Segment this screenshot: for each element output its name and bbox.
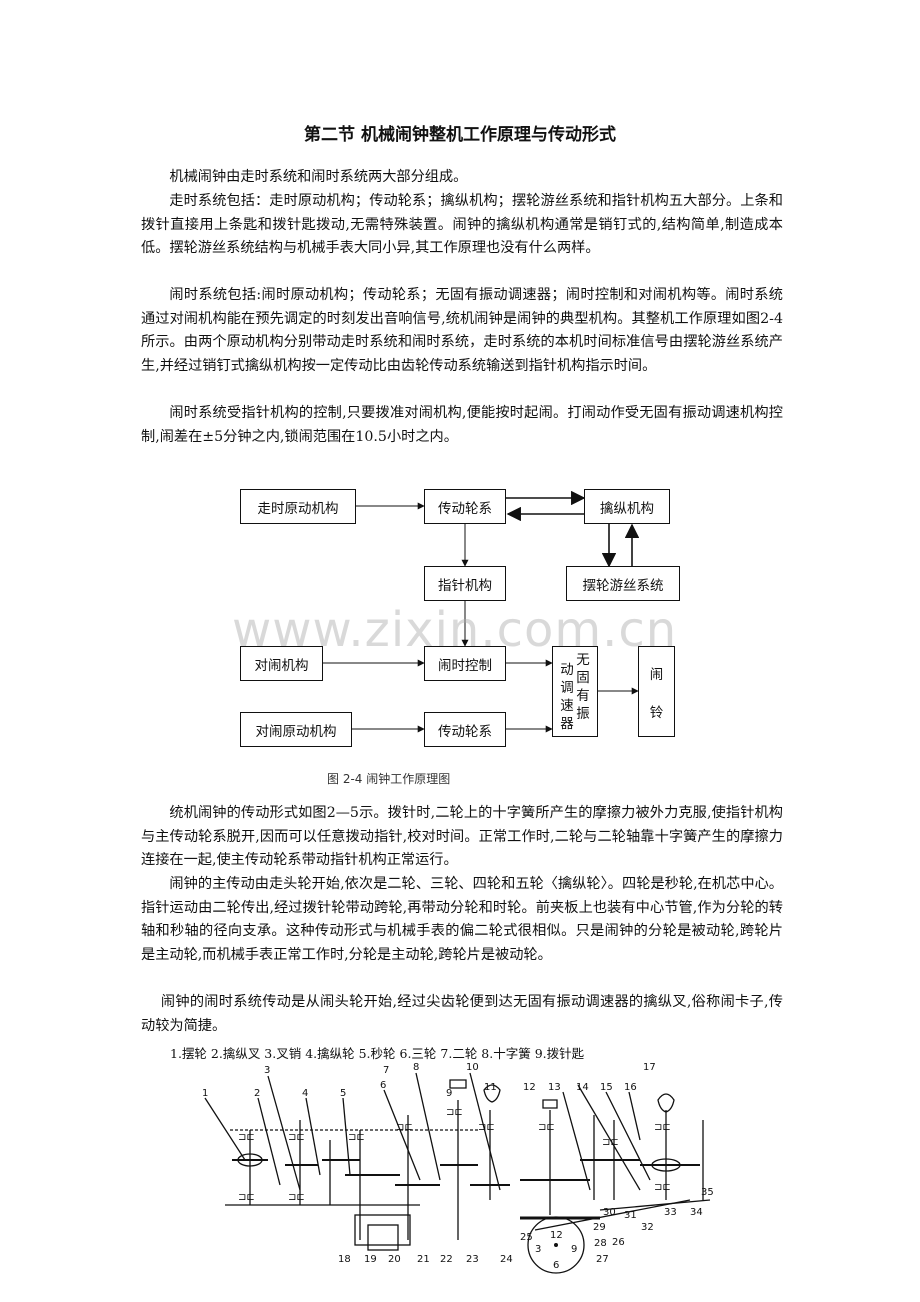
part-number-3: 3 (264, 1065, 270, 1076)
svg-text:⊐⊏: ⊐⊏ (396, 1122, 413, 1133)
svg-text:⊐⊏: ⊐⊏ (538, 1122, 555, 1133)
box-qinzong-jigou: 擒纵机构 (584, 489, 670, 524)
part-number-9: 9 (446, 1088, 452, 1099)
part-number-26: 26 (612, 1237, 625, 1248)
part-number-16: 16 (624, 1082, 637, 1093)
svg-text:⊐⊏: ⊐⊏ (446, 1107, 463, 1118)
naoling-char-2: 铃 (649, 704, 664, 721)
part-number-35: 35 (701, 1187, 714, 1198)
svg-text:⊐⊏: ⊐⊏ (478, 1122, 495, 1133)
part-number-24: 24 (500, 1254, 513, 1265)
box-chuandong-lunxi-2: 传动轮系 (424, 712, 506, 747)
part-number-10: 10 (466, 1062, 479, 1073)
part-number-29: 29 (593, 1222, 606, 1233)
paragraph-naoshi: 闹时系统包括:闹时原动机构；传动轮系；无固有振动调速器；闹时控制和对闹机构等。闹… (141, 287, 783, 374)
box-chuandong-lunxi-1: 传动轮系 (424, 489, 506, 524)
part-number-1: 1 (202, 1088, 208, 1099)
box-zoushi-yuandong: 走时原动机构 (240, 489, 356, 524)
paragraph-chuandong: 统机闹钟的传动形式如图2—5示。拨针时,二轮上的十字簧所产生的摩擦力被外力克服,… (141, 805, 783, 868)
tiaosu-text-col2: 无固有振 (576, 651, 590, 722)
svg-text:⊐⊏: ⊐⊏ (288, 1192, 305, 1203)
paragraph-intro: 机械闹钟由走时系统和闹时系统两大部分组成。 (169, 169, 468, 185)
dial-number-3: 3 (535, 1244, 541, 1255)
paragraph-naoshi-chuandong: 闹钟的闹时系统传动是从闹头轮开始,经过尖齿轮便到达无固有振动调速器的擒纵叉,俗称… (141, 994, 783, 1034)
dial-number-12: 12 (550, 1230, 563, 1241)
part-number-17: 17 (643, 1062, 656, 1073)
box-duinao-yuandong: 对闹原动机构 (240, 712, 352, 747)
part-number-31: 31 (624, 1210, 637, 1221)
part-number-27: 27 (596, 1254, 609, 1265)
part-number-6: 6 (380, 1080, 386, 1091)
part-number-2: 2 (254, 1088, 260, 1099)
section-title: 第二节 机械闹钟整机工作原理与传动形式 (304, 125, 616, 145)
paragraph-zoushi: 走时系统包括：走时原动机构；传动轮系；擒纵机构；摆轮游丝系统和指针机构五大部分。… (141, 193, 783, 256)
part-number-21: 21 (417, 1254, 430, 1265)
part-number-25: 25 (520, 1232, 533, 1243)
part-number-34: 34 (690, 1207, 703, 1218)
part-number-20: 20 (388, 1254, 401, 1265)
svg-text:⊐⊏: ⊐⊏ (654, 1182, 671, 1193)
part-number-11: 11 (484, 1082, 497, 1093)
dial-number-9: 9 (571, 1244, 577, 1255)
svg-text:⊐⊏: ⊐⊏ (238, 1192, 255, 1203)
svg-text:⊐⊏: ⊐⊏ (288, 1132, 305, 1143)
part-number-15: 15 (600, 1082, 613, 1093)
svg-text:⊐⊏: ⊐⊏ (238, 1132, 255, 1143)
part-number-8: 8 (413, 1062, 419, 1073)
paragraph-zhuchuandong: 闹钟的主传动由走头轮开始,依次是二轮、三轮、四轮和五轮〈擒纵轮〉。四轮是秒轮,在… (141, 876, 783, 963)
part-number-32: 32 (641, 1222, 654, 1233)
part-number-19: 19 (364, 1254, 377, 1265)
box-tiaosu-qi: 动调速器 无固有振 (552, 646, 598, 737)
part-number-23: 23 (466, 1254, 479, 1265)
box-naoshi-kongzhi: 闹时控制 (424, 646, 506, 681)
watermark: www.zixin.com.cn (232, 602, 678, 658)
part-number-4: 4 (302, 1088, 308, 1099)
box-baolun-yousi: 摆轮游丝系统 (566, 566, 680, 601)
svg-text:⊐⊏: ⊐⊏ (654, 1122, 671, 1133)
box-zhizhen-jigou: 指针机构 (424, 566, 506, 601)
naoling-char-1: 闹 (649, 666, 664, 683)
part-number-12: 12 (523, 1082, 536, 1093)
part-number-7: 7 (383, 1065, 389, 1076)
figure-legend: 1.摆轮 2.擒纵叉 3.叉销 4.擒纵轮 5.秒轮 6.三轮 7.二轮 8.十… (170, 1046, 585, 1061)
dial-number-6: 6 (553, 1260, 559, 1271)
tiaosu-text-col1: 动调速器 (560, 661, 574, 732)
part-number-22: 22 (440, 1254, 453, 1265)
paragraph-control: 闹时系统受指针机构的控制,只要拨准对闹机构,便能按时起闹。打闹动作受无固有振动调… (141, 405, 783, 445)
part-number-14: 14 (576, 1082, 589, 1093)
box-duinao-jigou: 对闹机构 (240, 646, 323, 681)
svg-text:⊐⊏: ⊐⊏ (348, 1132, 365, 1143)
part-number-18: 18 (338, 1254, 351, 1265)
svg-text:⊐⊏: ⊐⊏ (602, 1137, 619, 1148)
part-number-13: 13 (548, 1082, 561, 1093)
part-number-28: 28 (594, 1238, 607, 1249)
figure-caption: 图 2-4 闹钟工作原理图 (327, 772, 451, 786)
part-number-30: 30 (603, 1207, 616, 1218)
box-nao-ling: 闹 铃 (638, 646, 675, 737)
part-number-33: 33 (664, 1207, 677, 1218)
part-number-5: 5 (340, 1088, 346, 1099)
